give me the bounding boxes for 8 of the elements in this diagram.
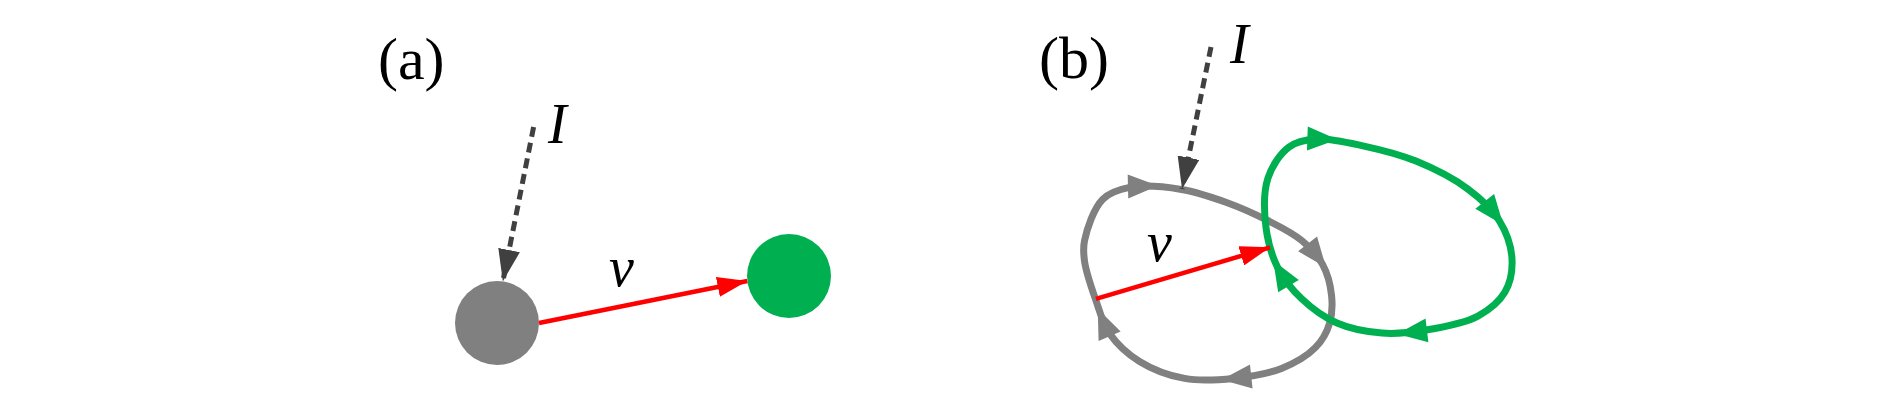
edge-label: I: [1230, 16, 1249, 72]
dashed-arrow: [498, 126, 537, 282]
edge-label: v: [609, 239, 634, 295]
edge-label: v: [1147, 214, 1172, 270]
arrow: [538, 277, 748, 326]
dashed-arrow: [1177, 46, 1214, 190]
edge-label: I: [548, 96, 567, 152]
arrow: [1095, 245, 1271, 301]
